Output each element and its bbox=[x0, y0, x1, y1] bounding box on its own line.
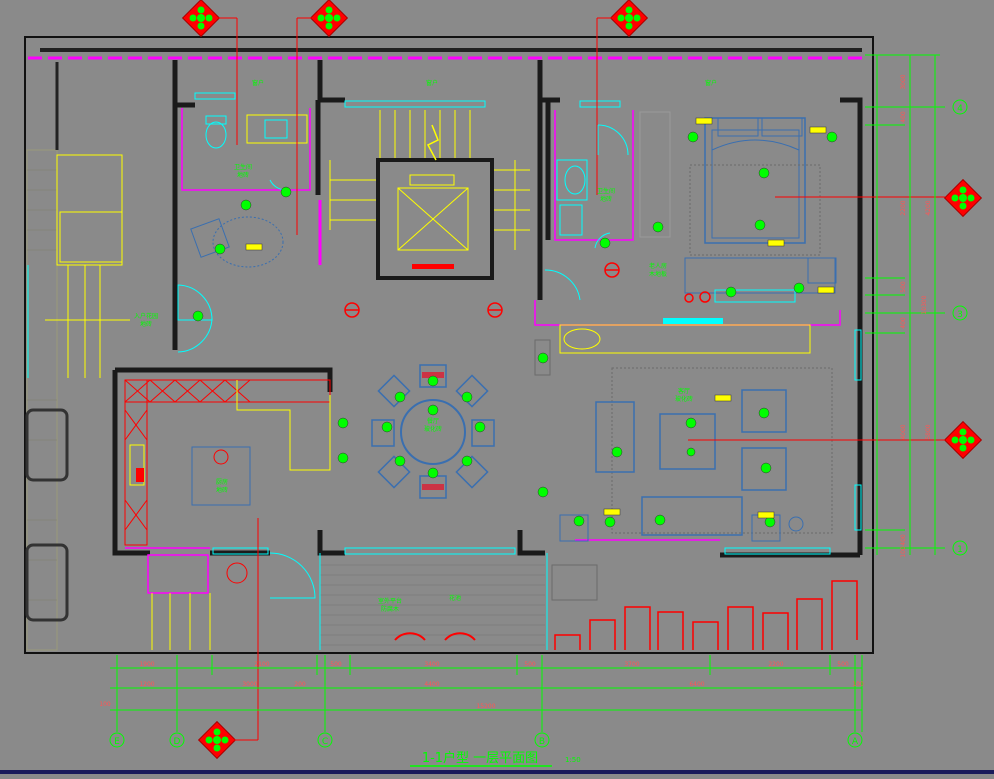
section-markers bbox=[344, 262, 711, 318]
dimension-text: 500 bbox=[900, 281, 907, 293]
dimension-text: 2200 bbox=[900, 200, 907, 215]
index-symbol bbox=[609, 0, 649, 38]
axis-bubble: E bbox=[109, 732, 125, 748]
right-dimension-lines bbox=[865, 54, 945, 555]
axis-bubble: C bbox=[317, 732, 333, 748]
room-name: 餐厅 bbox=[427, 417, 439, 425]
window-label: 窗户 bbox=[252, 79, 264, 87]
dimension-text: 3000 bbox=[900, 74, 907, 89]
axis-bubble: 1 bbox=[952, 540, 968, 556]
axis-bubble: A bbox=[847, 732, 863, 748]
room-name: 卫生间 bbox=[597, 187, 615, 195]
axis-label: 4 bbox=[957, 104, 963, 114]
living-room-furniture bbox=[534, 324, 833, 542]
axis-label: D bbox=[174, 737, 181, 747]
dimension-text: 2100 bbox=[254, 661, 269, 668]
bathroom-2-fixtures bbox=[544, 111, 671, 301]
dimension-text: 1900 bbox=[139, 661, 154, 668]
dimension-text: 2200 bbox=[768, 661, 783, 668]
leader-lines bbox=[214, 17, 945, 741]
terrace bbox=[147, 553, 598, 650]
dimension-text: 10300 bbox=[921, 295, 928, 314]
room-floor-finish: 防腐木 bbox=[381, 605, 399, 613]
dimension-text: 200 bbox=[294, 681, 306, 688]
dimension-text: 500 bbox=[837, 661, 849, 668]
axis-label: E bbox=[114, 737, 120, 747]
drawing-title: 1-1户型 一层平面图 bbox=[422, 750, 538, 766]
drawing-scale: 1:50 bbox=[565, 756, 581, 764]
axis-bubble: 4 bbox=[952, 99, 968, 115]
dimension-text: 4400 bbox=[424, 681, 439, 688]
room-outlines bbox=[125, 108, 841, 549]
dimension-text: 15200 bbox=[476, 703, 495, 710]
elevation-steps bbox=[554, 580, 858, 650]
dimension-text: 100 bbox=[852, 681, 864, 688]
bathroom-1-fixtures bbox=[205, 114, 308, 191]
dimension-text: 3000 bbox=[242, 681, 257, 688]
room-floor-finish: 玻化砖 bbox=[424, 425, 442, 433]
axis-label: 1 bbox=[957, 545, 963, 555]
window-label: 窗户 bbox=[705, 79, 717, 87]
room-labels: 卫生间地砖卫生间地砖老人房木地板餐厅玻化砖厨房地砖客厅玻化砖入户花园地砖室外平台… bbox=[134, 79, 717, 613]
index-symbol bbox=[181, 0, 221, 38]
dimension-text: 3700 bbox=[624, 661, 639, 668]
staircase bbox=[329, 110, 530, 280]
dimension-text: 5800 bbox=[925, 424, 932, 439]
lighting-fixtures bbox=[192, 131, 838, 528]
room-name: 入户花园 bbox=[134, 312, 158, 320]
dimension-labels: 1900 2100 500 3400 500 3700 2200 500 1200 3000 200… bbox=[99, 74, 932, 710]
room-floor-finish: 地砖 bbox=[600, 195, 612, 203]
dimension-text: 1200 bbox=[139, 681, 154, 688]
index-symbols bbox=[181, 0, 983, 760]
room-floor-finish: 地砖 bbox=[216, 486, 228, 494]
dimension-text: 500 bbox=[524, 661, 536, 668]
room-floor-finish: 玻化砖 bbox=[675, 395, 693, 403]
room-name: 客厅 bbox=[678, 387, 690, 395]
index-symbol bbox=[197, 720, 237, 760]
small-yellow-fixtures bbox=[245, 117, 835, 519]
dimension-text: 100 bbox=[99, 701, 111, 708]
room-name: 卫生间 bbox=[234, 163, 252, 171]
dimension-text: 400 bbox=[900, 111, 907, 123]
room-floor-finish: 地砖 bbox=[140, 320, 152, 328]
axis-label: C bbox=[322, 737, 328, 747]
room-floor-finish: 木地板 bbox=[649, 270, 667, 278]
room-name: 花池 bbox=[449, 594, 461, 602]
window-lines bbox=[27, 92, 862, 555]
room-floor-finish: 地砖 bbox=[237, 171, 249, 179]
dimension-text: 400 bbox=[900, 317, 907, 329]
window-label: 窗户 bbox=[426, 79, 438, 87]
dimension-text: 3400 bbox=[424, 661, 439, 668]
index-symbol bbox=[309, 0, 349, 38]
dimension-text: 500 bbox=[330, 661, 342, 668]
dimension-text: 6400 bbox=[689, 681, 704, 688]
kitchen bbox=[124, 379, 331, 546]
bedroom-furniture bbox=[663, 117, 837, 324]
index-symbol bbox=[943, 178, 983, 218]
outer-boundary bbox=[24, 36, 874, 654]
dimension-text: 400 bbox=[900, 534, 907, 546]
dimension-text: 100 bbox=[900, 546, 907, 558]
dimension-text: 4000 bbox=[900, 424, 907, 439]
axis-label: B bbox=[539, 737, 545, 747]
axis-bubble: B bbox=[534, 732, 550, 748]
entry-area bbox=[177, 200, 322, 599]
axis-label: 3 bbox=[957, 310, 963, 320]
axis-bubbles: E D C B A 4 3 1 bbox=[109, 99, 968, 748]
left-exterior-area bbox=[25, 62, 130, 651]
room-name: 老人房 bbox=[649, 262, 667, 270]
bottom-dimension-lines bbox=[110, 655, 863, 732]
axis-bubble: D bbox=[169, 732, 185, 748]
room-name: 厨房 bbox=[216, 478, 228, 486]
axis-label: A bbox=[852, 737, 859, 747]
axis-bubble: 3 bbox=[952, 305, 968, 321]
dimension-text: 4200 bbox=[925, 200, 932, 215]
index-symbol bbox=[943, 420, 983, 460]
room-name: 室外平台 bbox=[378, 597, 402, 605]
